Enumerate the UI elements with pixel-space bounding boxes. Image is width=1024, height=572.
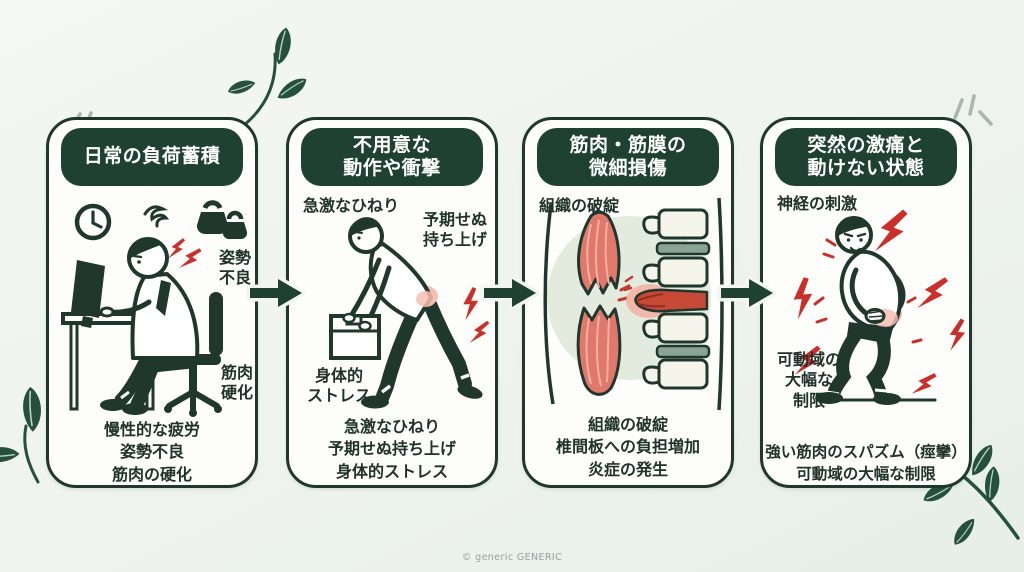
panel-title: 不用意な 動作や衝撃 [301, 128, 483, 186]
label-sudden-twist: 急激なひねり [303, 196, 400, 215]
spark-lines-decoration [953, 94, 993, 126]
flow-arrow-1 [246, 275, 306, 311]
weights-icon [196, 200, 248, 240]
label-nerve-irritation: 神経の刺激 [777, 194, 858, 213]
plant-sprig-decoration [227, 25, 310, 128]
panel-title: 突然の激痛と 動けない状態 [775, 128, 957, 186]
torn-muscle [576, 210, 631, 396]
label-tissue-failure: 組織の破綻 [539, 196, 620, 215]
title-line: 微細損傷 [588, 157, 667, 179]
pain-bolt-icon [787, 206, 968, 401]
cardboard-box [329, 314, 381, 360]
title-line: 日常の負荷蓄積 [83, 145, 221, 168]
panel-summary: 強い筋肉のスパズム（痙攣） 可動域の大幅な制限 [765, 443, 967, 483]
slouched-desk-worker-illustration [61, 200, 248, 417]
person-clutching-back-illustration [787, 206, 968, 405]
flow-arrow-2 [480, 275, 540, 311]
title-line: 筋肉・筋膜の [569, 133, 687, 156]
lifting-person [329, 217, 483, 409]
panel-careless-motion-or-impact: 不用意な 動作や衝撃 [286, 117, 498, 488]
panel-summary: 慢性的な疲労 姿勢不良 筋肉の硬化 [103, 420, 200, 484]
title-line: 突然の激痛と [807, 133, 925, 156]
panel-muscle-fascia-micro-damage: 筋肉・筋膜の 微細損傷 [522, 117, 734, 488]
title-line: 動作や衝撃 [343, 157, 441, 179]
leaves-decoration [0, 385, 51, 484]
person-lifting-box-illustration [329, 217, 490, 409]
panel-daily-load-accumulation: 日常の負荷蓄積 [46, 117, 258, 488]
panel-sudden-pain-immobility: 突然の激痛と 動けない状態 [760, 117, 972, 488]
panel-summary: 急激なひねり 予期せぬ持ち上げ 身体的ストレス [327, 417, 456, 481]
panel-title: 筋肉・筋膜の 微細損傷 [537, 128, 719, 186]
label-muscle-hardening: 筋肉硬化 [220, 363, 253, 403]
panel-title: 日常の負荷蓄積 [61, 128, 243, 186]
inflamed-disc [634, 288, 709, 313]
monitor-icon [71, 260, 105, 328]
credit-text: © generic GENERIC [461, 552, 563, 563]
body-contour-line [543, 203, 555, 405]
label-physical-stress: 身体的ストレス [306, 366, 371, 406]
panel-summary: 組織の破綻 椎間板への負担増加 炎症の発生 [555, 415, 700, 479]
hurting-person [815, 216, 906, 405]
label-unexpected-lift: 予期せぬ持ち上げ [423, 210, 488, 250]
spine-column [623, 197, 724, 411]
title-line: 動けない状態 [807, 157, 925, 179]
label-bad-posture: 姿勢不良 [218, 248, 251, 288]
pain-bolt-icon [168, 236, 203, 274]
dizzy-icon [143, 205, 170, 228]
flow-arrow-3 [717, 275, 777, 311]
desk-worker [99, 237, 200, 415]
torn-muscle-spine-illustration [543, 197, 724, 411]
clock-icon [74, 203, 112, 241]
title-line: 不用意な [352, 133, 431, 156]
label-range-of-motion-limit: 可動域の 大幅な 制限 [776, 350, 841, 410]
